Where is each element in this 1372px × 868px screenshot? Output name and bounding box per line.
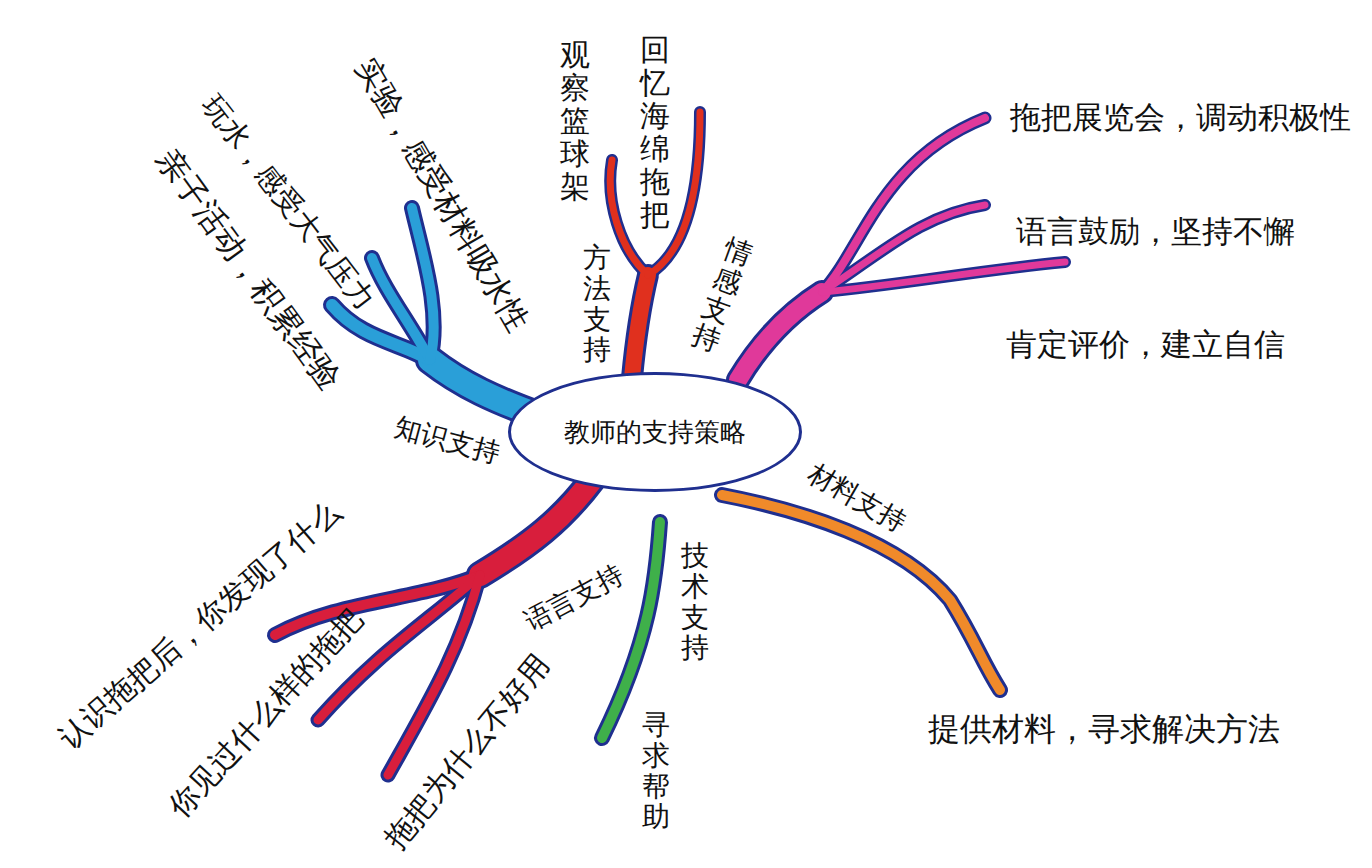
leaf-text: 语言鼓励，坚持不懈 [1016,211,1295,253]
leaf-text: 拖把展览会，调动积极性 [1010,97,1351,139]
center-ellipse: 教师的支持策略 [508,372,802,492]
leaf-text: 寻求帮助 [642,710,670,833]
leaf-text: 回忆海绵拖把 [640,33,670,231]
branch-label: 技术支持 [681,541,709,664]
center-title: 教师的支持策略 [564,415,746,450]
leaf-text: 观察篮球架 [560,38,590,203]
leaf-text: 提供材料，寻求解决方法 [928,708,1280,752]
branch-label: 方法支持 [583,243,611,366]
branch-label: 知识支持 [390,409,504,472]
branch-label: 语言支持 [518,557,630,639]
leaf-text: 肯定评价，建立自信 [1006,324,1285,366]
branch-label: 情感支持 [688,233,756,358]
